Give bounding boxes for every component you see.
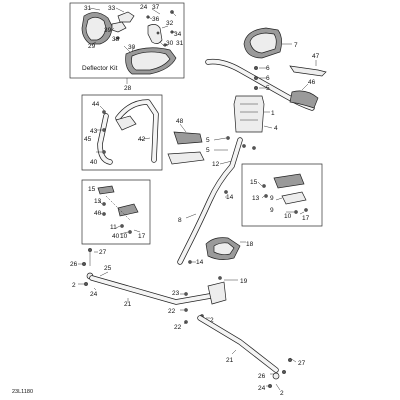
handlebar-clamp-bolts: [253, 65, 266, 90]
callout-2: 2: [72, 282, 76, 289]
callout-44: 44: [92, 101, 100, 108]
steering-arm: [180, 276, 238, 325]
mirror-mount-inset: 15 13 40 11 40 10 17: [81, 179, 151, 245]
throttle-lever: [289, 65, 327, 77]
callout-26: 26: [70, 261, 78, 268]
mount-bracket-lower: [117, 203, 139, 217]
callout-48: 48: [176, 118, 184, 125]
callout-47: 47: [312, 53, 320, 60]
callout-30: 30: [166, 40, 174, 47]
callout-5c: 5: [206, 147, 210, 154]
callout-36: 36: [152, 16, 160, 23]
callout-8: 8: [178, 217, 182, 224]
callout-19: 19: [240, 278, 248, 285]
callout-27b: 27: [298, 360, 306, 367]
callout-4: 4: [274, 125, 278, 132]
callout-34: 34: [174, 31, 182, 38]
callout-13b: 13: [252, 195, 260, 202]
callout-40c: 40: [112, 233, 120, 240]
callout-29: 29: [88, 43, 96, 50]
callout-17: 17: [138, 233, 146, 240]
deflector-kit-inset: 31 33 24 36 37 39 38 32 34 30 31 29 30 D…: [69, 2, 185, 79]
callout-27: 27: [99, 249, 107, 256]
deflector-kit-caption: Deflector Kit: [82, 65, 118, 72]
callout-2b: 2: [280, 390, 284, 397]
callout-10: 10: [120, 233, 128, 240]
callout-22b: 22: [174, 324, 182, 331]
callout-5b: 5: [206, 137, 210, 144]
callout-22: 22: [168, 308, 176, 315]
callout-39: 39: [104, 27, 112, 34]
callout-28: 28: [124, 85, 132, 92]
callout-15b: 15: [250, 179, 258, 186]
callout-9: 9: [270, 195, 274, 202]
callout-9b: 9: [270, 207, 274, 214]
callout-30b: 30: [128, 44, 136, 51]
callout-18: 18: [246, 241, 254, 248]
handlebar-pad: [243, 27, 292, 59]
callout-10b: 10: [284, 213, 292, 220]
callout-42: 42: [138, 136, 146, 143]
callout-21: 21: [124, 301, 132, 308]
callout-23: 23: [172, 290, 180, 297]
left-tie-rod-end: [78, 247, 109, 291]
callout-13: 13: [94, 198, 102, 205]
handlebar-clamp-upper: [167, 151, 205, 165]
callout-45: 45: [84, 136, 92, 143]
handlebar-clamp-lower: [173, 131, 203, 145]
callout-5: 5: [266, 85, 270, 92]
callout-1: 1: [271, 110, 275, 117]
callout-31b: 31: [176, 40, 184, 47]
callout-11: 11: [110, 224, 117, 231]
handlebar-riser: [233, 95, 265, 133]
callout-14: 14: [226, 194, 234, 201]
mount-bracket-upper: [97, 185, 115, 195]
callout-24c: 24: [258, 385, 266, 392]
diagram-id: 23L1180: [12, 389, 33, 395]
deflector-bracket: [111, 21, 127, 33]
deflector-bracket-small: [117, 11, 135, 23]
callout-26b: 26: [258, 373, 266, 380]
hand-guard-clamp: [115, 115, 137, 131]
callout-6b: 6: [266, 75, 270, 82]
callout-25: 25: [104, 265, 112, 272]
callout-14b: 14: [196, 259, 204, 266]
deflector-arm: [147, 24, 163, 44]
callout-43: 43: [90, 128, 98, 135]
callout-40: 40: [90, 159, 98, 166]
callout-24: 24: [140, 4, 148, 11]
callout-21b: 21: [226, 357, 234, 364]
callout-15: 15: [88, 186, 96, 193]
callout-46: 46: [308, 79, 316, 86]
right-mount-bracket: [273, 173, 305, 189]
callout-7: 7: [294, 42, 298, 49]
callout-31: 31: [84, 5, 92, 12]
callout-33: 33: [108, 5, 116, 12]
hand-guard-inset: 44 45 43 40 42: [81, 94, 163, 171]
callout-32: 32: [166, 20, 174, 27]
mirror-mount-inset-right: 15 13 9 9 10 17: [241, 163, 323, 227]
callout-20: 2: [210, 317, 214, 324]
callout-24b: 24: [90, 291, 98, 298]
callout-37: 37: [152, 4, 160, 11]
callout-17b: 17: [302, 215, 310, 222]
right-tie-rod-end: [266, 357, 297, 391]
handlebar-grip: [289, 90, 319, 109]
callout-38: 38: [112, 36, 120, 43]
callout-40b: 40: [94, 210, 102, 217]
callout-6: 6: [266, 65, 270, 72]
callout-12: 12: [212, 161, 220, 168]
